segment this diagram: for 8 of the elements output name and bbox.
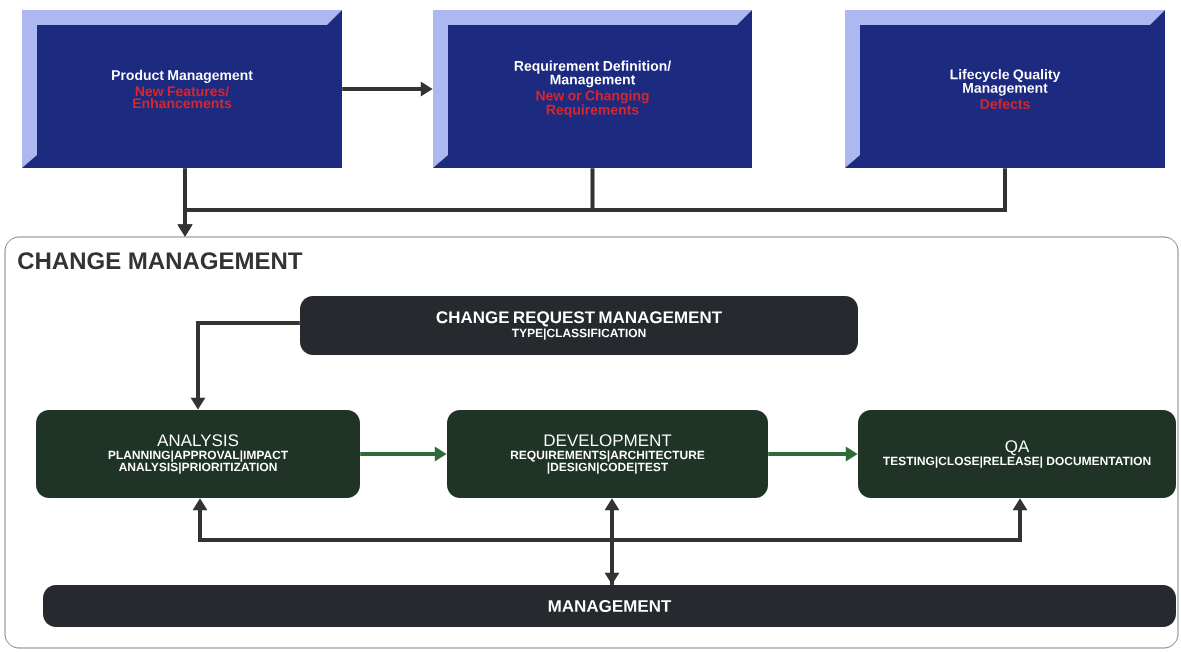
bevel-box: Lifecycle Quality Management Defects [845,10,1165,168]
bevel-box: Product Management New Features/ Enhancements [22,10,342,168]
stage-box: QA TESTING|CLOSE|RELEASE| DOCUMENTATION [858,410,1176,498]
rounded-bar: CHANGE REQUEST MANAGEMENT TYPE|CLASSIFICATION [300,296,858,355]
stage-box: ANALYSIS PLANNING|APPROVAL|IMPACT ANALYSIS|PRIORITIZATION [36,410,360,498]
stage-box: DEVELOPMENT REQUIREMENTS|ARCHITECTURE |DESIGN|CODE|TEST [447,410,768,498]
rounded-bar: MANAGEMENT [43,585,1176,627]
bevel-box: Requirement Definition/ Management New or Changing Requirements [433,10,752,168]
